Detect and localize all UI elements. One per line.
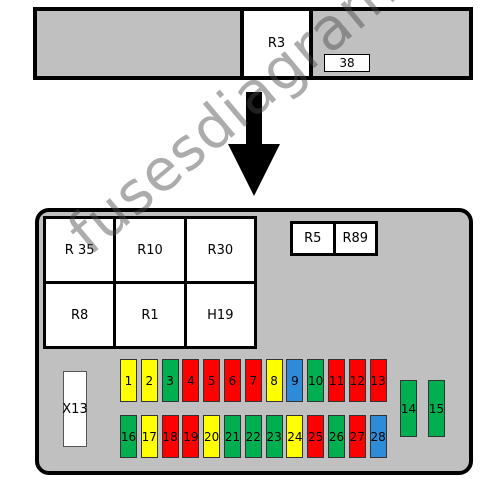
fuse-6: 6: [224, 359, 241, 402]
relay-r1: R1: [116, 284, 184, 346]
relay-r10: R10: [116, 219, 184, 281]
fuse-4: 4: [182, 359, 200, 402]
fuse-26: 26: [328, 415, 345, 458]
fuse-5: 5: [203, 359, 221, 402]
fuse-1: 1: [120, 359, 137, 402]
fuse-10: 10: [307, 359, 325, 402]
fuse-14: 14: [400, 380, 417, 437]
relay-pair: R5 R89: [290, 221, 378, 256]
relay-h19: H19: [186, 284, 254, 346]
relay-r8: R8: [46, 284, 114, 346]
fuse-18: 18: [161, 415, 179, 458]
fuse-22: 22: [244, 415, 262, 458]
fuse-16: 16: [120, 415, 137, 458]
fuse-17: 17: [140, 415, 158, 458]
fuse-7: 7: [244, 359, 262, 402]
fuse-2: 2: [140, 359, 158, 402]
fuse-27: 27: [348, 415, 366, 458]
fuse-12: 12: [348, 359, 366, 402]
connector-x13: X13: [62, 371, 88, 447]
fuse-24: 24: [286, 415, 304, 458]
fuse-28: 28: [369, 415, 387, 458]
relay-r89: R89: [335, 224, 375, 253]
down-arrow-icon: [228, 92, 280, 196]
fuse-21: 21: [224, 415, 241, 458]
relay-r30: R30: [186, 219, 254, 281]
relay-r35: R 35: [46, 219, 114, 281]
relay-r3: R3: [240, 7, 313, 80]
fuse-15: 15: [428, 380, 445, 437]
fuse-25: 25: [307, 415, 325, 458]
fuse-9: 9: [286, 359, 304, 402]
fuse-13: 13: [369, 359, 387, 402]
label-38-box: 38: [324, 54, 370, 72]
fuse-8: 8: [265, 359, 283, 402]
relay-r5: R5: [293, 224, 333, 253]
fuse-23: 23: [265, 415, 283, 458]
fuse-19: 19: [182, 415, 200, 458]
fuse-11: 11: [328, 359, 345, 402]
fuse-3: 3: [161, 359, 179, 402]
relay-grid: R 35 R10 R30 R8 R1 H19: [43, 216, 257, 349]
fuse-20: 20: [203, 415, 221, 458]
